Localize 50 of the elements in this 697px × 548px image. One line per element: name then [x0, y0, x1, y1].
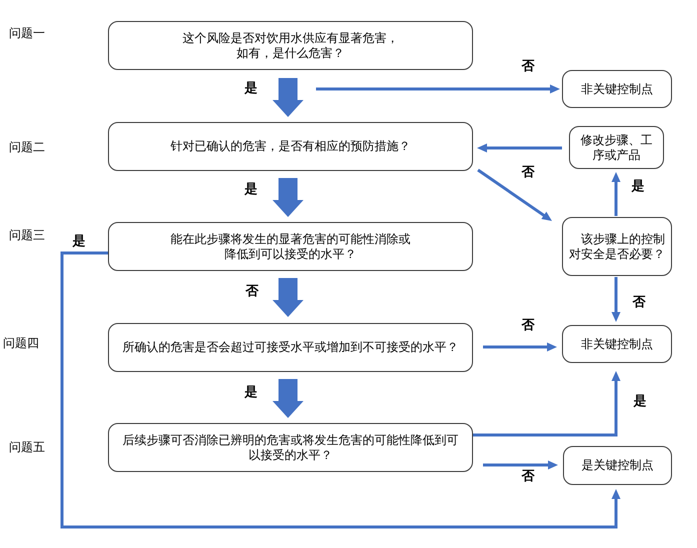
question-text: 针对已确认的危害，是否有相应的预防措施？ [170, 139, 410, 154]
edge-label: 是 [632, 180, 644, 194]
result-text: 是关键控制点 [582, 458, 654, 473]
question-text: 所确认的危害是否会超过可接受水平或增加到不可接受的水平？ [122, 340, 458, 355]
result-box [569, 126, 664, 169]
arrow [612, 172, 620, 216]
edge-label: 否 [522, 60, 534, 74]
edge-label: 是 [244, 183, 258, 197]
question-box [108, 21, 473, 70]
question-text: 后续步骤可否消除已辨明的危害或将发生危害的可能性降低到可以接受的水平？ [121, 432, 460, 462]
edge-label: 是 [72, 235, 86, 249]
question-label: 问题一 [9, 26, 45, 40]
edge-label: 是 [634, 395, 646, 409]
question-box [108, 323, 473, 372]
result-text: 该步骤上的控制对安全是否必要？ [568, 232, 666, 262]
result-box [562, 70, 672, 108]
question-label: 问题四 [3, 336, 39, 350]
arrow [483, 460, 558, 470]
result-box [562, 325, 672, 363]
question-box [108, 222, 473, 271]
question-label: 问题二 [9, 140, 45, 154]
question-label: 问题五 [9, 440, 45, 454]
edge-label: 否 [522, 319, 534, 333]
question-text: 这个风险是否对饮用水供应有显著危害，如有，是什么危害？ [181, 30, 400, 60]
question-label: 问题三 [9, 228, 45, 242]
block-arrow [272, 379, 304, 418]
result-box [563, 446, 672, 485]
arrow [483, 342, 557, 352]
edge-label: 否 [246, 285, 258, 299]
edge-label: 是 [244, 82, 258, 96]
edge-label: 否 [632, 296, 646, 310]
arrow [612, 277, 620, 322]
arrow [473, 371, 620, 436]
result-text: 修改步骤、工序或产品 [579, 132, 654, 162]
edge-label: 否 [522, 166, 534, 180]
result-text: 非关键控制点 [581, 82, 653, 96]
block-arrow [272, 78, 304, 117]
result-text: 非关键控制点 [581, 336, 653, 352]
arrow [477, 144, 562, 152]
block-arrow [272, 278, 304, 317]
block-arrow [272, 178, 304, 217]
edge-label: 是 [244, 386, 258, 400]
arrow [60, 252, 620, 528]
question-box [108, 122, 473, 171]
edge-label: 否 [522, 470, 534, 484]
question-box [108, 423, 473, 472]
result-box [562, 217, 672, 276]
question-text: 能在此步骤将发生的显著危害的可能性消除或降低到可以接受的水平？ [169, 232, 412, 262]
arrow [477, 168, 552, 221]
arrow [316, 84, 560, 94]
